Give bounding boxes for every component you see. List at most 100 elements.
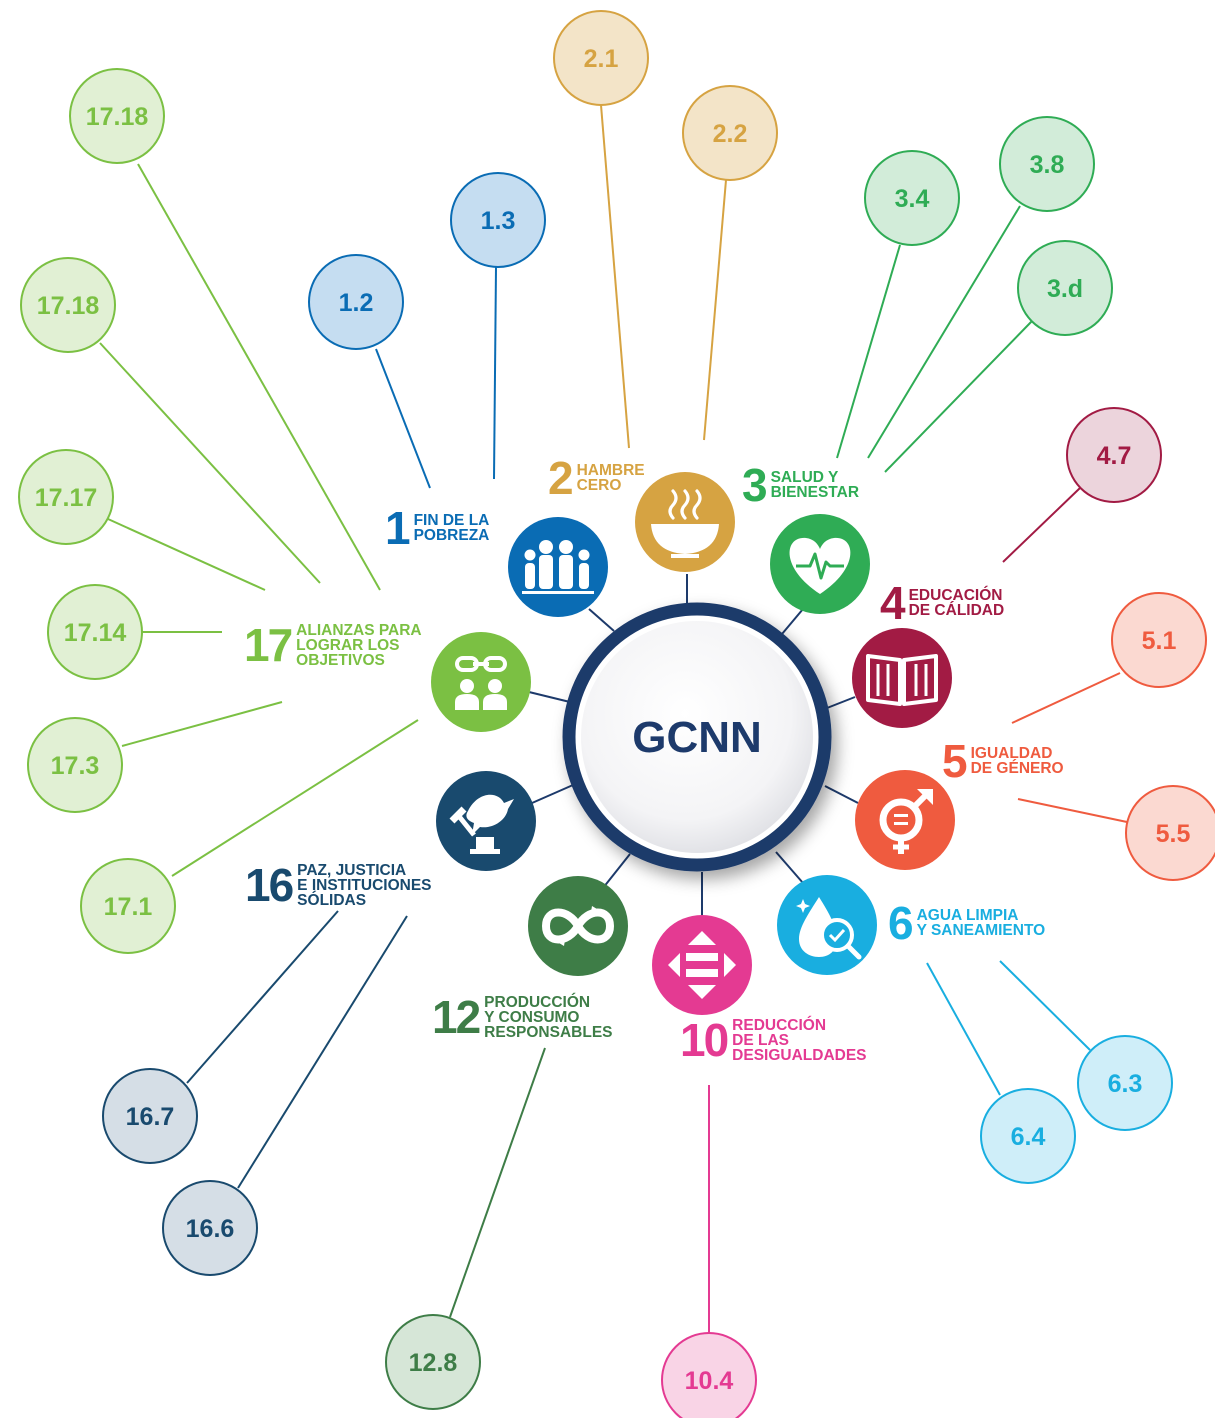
target-label: 17.17	[35, 484, 98, 512]
target-label: 2.2	[713, 120, 748, 148]
goal-title-line: HAMBRE	[576, 462, 645, 479]
target-bubble-5-1: 5.1	[1111, 592, 1207, 688]
goal-2-icon-badge	[635, 472, 735, 572]
goal-10-icon-badge	[652, 915, 752, 1015]
target-connector	[137, 163, 381, 591]
family-icon	[522, 540, 594, 594]
target-connector	[449, 1047, 546, 1318]
target-connector	[107, 518, 266, 591]
reduced-inequalities-icon	[668, 931, 736, 999]
connector-line	[602, 853, 631, 889]
goal-title-line: Y SANEAMIENTO	[916, 922, 1046, 939]
goal-16-icon-badge	[436, 771, 536, 871]
target-label: 6.3	[1108, 1070, 1143, 1098]
goal-title-line: DESIGUALDADES	[732, 1046, 867, 1064]
open-book-icon	[866, 654, 938, 706]
dove-gavel-icon	[449, 794, 514, 854]
goal-title-line: IGUALDAD	[970, 745, 1053, 762]
target-label: 3.8	[1030, 151, 1065, 179]
goal-number: 17	[244, 619, 293, 671]
target-bubble-6-4: 6.4	[980, 1088, 1076, 1184]
heartbeat-icon	[789, 537, 851, 594]
connector-line	[528, 691, 575, 704]
goal-title-line: POBREZA	[413, 527, 490, 544]
target-bubble-17-18: 17.18	[69, 68, 165, 164]
target-bubble-16-6: 16.6	[162, 1180, 258, 1276]
target-label: 17.18	[86, 103, 149, 131]
target-connector	[121, 701, 283, 747]
target-connector	[884, 320, 1033, 473]
goal-title-line: LOGRAR LOS	[296, 636, 400, 654]
connector-line	[824, 785, 859, 804]
target-connector	[375, 348, 431, 489]
target-label: 1.3	[481, 207, 516, 235]
connector-line	[775, 851, 804, 884]
partnership-icon	[455, 656, 507, 710]
water-drop-icon	[796, 897, 862, 960]
connector-line	[588, 608, 615, 632]
target-connector	[1017, 798, 1128, 823]
target-bubble-17-1: 17.1	[80, 858, 176, 954]
target-connector	[171, 719, 419, 877]
target-bubble-3-d: 3.d	[1017, 240, 1113, 336]
goal-title-line: DE LAS	[732, 1031, 790, 1049]
infinity-loop-icon	[541, 906, 615, 946]
goal-title-line: PAZ, JUSTICIA	[297, 861, 407, 879]
target-label: 4.7	[1097, 442, 1132, 470]
goal-title-line: AGUA LIMPIA	[916, 907, 1019, 924]
target-label: 12.8	[409, 1349, 458, 1377]
target-connector	[703, 179, 727, 441]
goal-number: 3	[742, 459, 768, 511]
goal-number: 12	[432, 991, 481, 1043]
target-bubble-3-4: 3.4	[864, 150, 960, 246]
goal-12-icon-badge	[528, 876, 628, 976]
target-label: 17.18	[37, 292, 100, 320]
goal-title-line: EDUCACIÓN	[908, 587, 1003, 604]
target-connector	[493, 266, 497, 480]
target-connector	[867, 205, 1021, 459]
target-connector	[237, 915, 408, 1189]
target-label: 2.1	[584, 45, 619, 73]
target-connector	[186, 910, 339, 1084]
target-connector	[99, 342, 321, 584]
goal-number: 2	[548, 452, 574, 504]
hub-label: GCNN	[632, 713, 762, 762]
target-connector	[926, 962, 1001, 1096]
target-label: 5.5	[1156, 820, 1191, 848]
target-connector	[999, 960, 1091, 1051]
target-connector	[1002, 487, 1081, 563]
goal-1-icon-badge	[508, 517, 608, 617]
goal-number: 16	[245, 859, 294, 911]
goal-17-icon-badge	[431, 632, 531, 732]
goal-title-line: SALUD Y	[770, 469, 839, 486]
goal-number: 6	[888, 897, 914, 949]
target-bubble-17-3: 17.3	[27, 717, 123, 813]
target-bubble-1-3: 1.3	[450, 172, 546, 268]
target-label: 17.3	[51, 752, 100, 780]
goal-title-line: FIN DE LA	[413, 512, 490, 529]
target-bubble-12-8: 12.8	[385, 1314, 481, 1410]
goal-number: 10	[680, 1014, 729, 1066]
goal-title-line: DE GÉNERO	[970, 760, 1064, 777]
connector-line	[781, 608, 804, 635]
target-label: 3.4	[895, 185, 930, 213]
target-bubble-16-7: 16.7	[102, 1068, 198, 1164]
goal-title-line: ALIANZAS PARA	[296, 621, 422, 639]
goal-title-line: BIENESTAR	[770, 484, 860, 501]
target-label: 6.4	[1011, 1123, 1046, 1151]
goal-4-icon-badge	[852, 628, 952, 728]
target-bubble-5-5: 5.5	[1125, 785, 1215, 881]
target-bubble-2-1: 2.1	[553, 10, 649, 106]
target-label: 17.14	[64, 619, 127, 647]
connector-line	[826, 696, 856, 709]
target-connector	[600, 104, 630, 449]
target-bubble-3-8: 3.8	[999, 116, 1095, 212]
target-label: 17.1	[104, 893, 153, 921]
